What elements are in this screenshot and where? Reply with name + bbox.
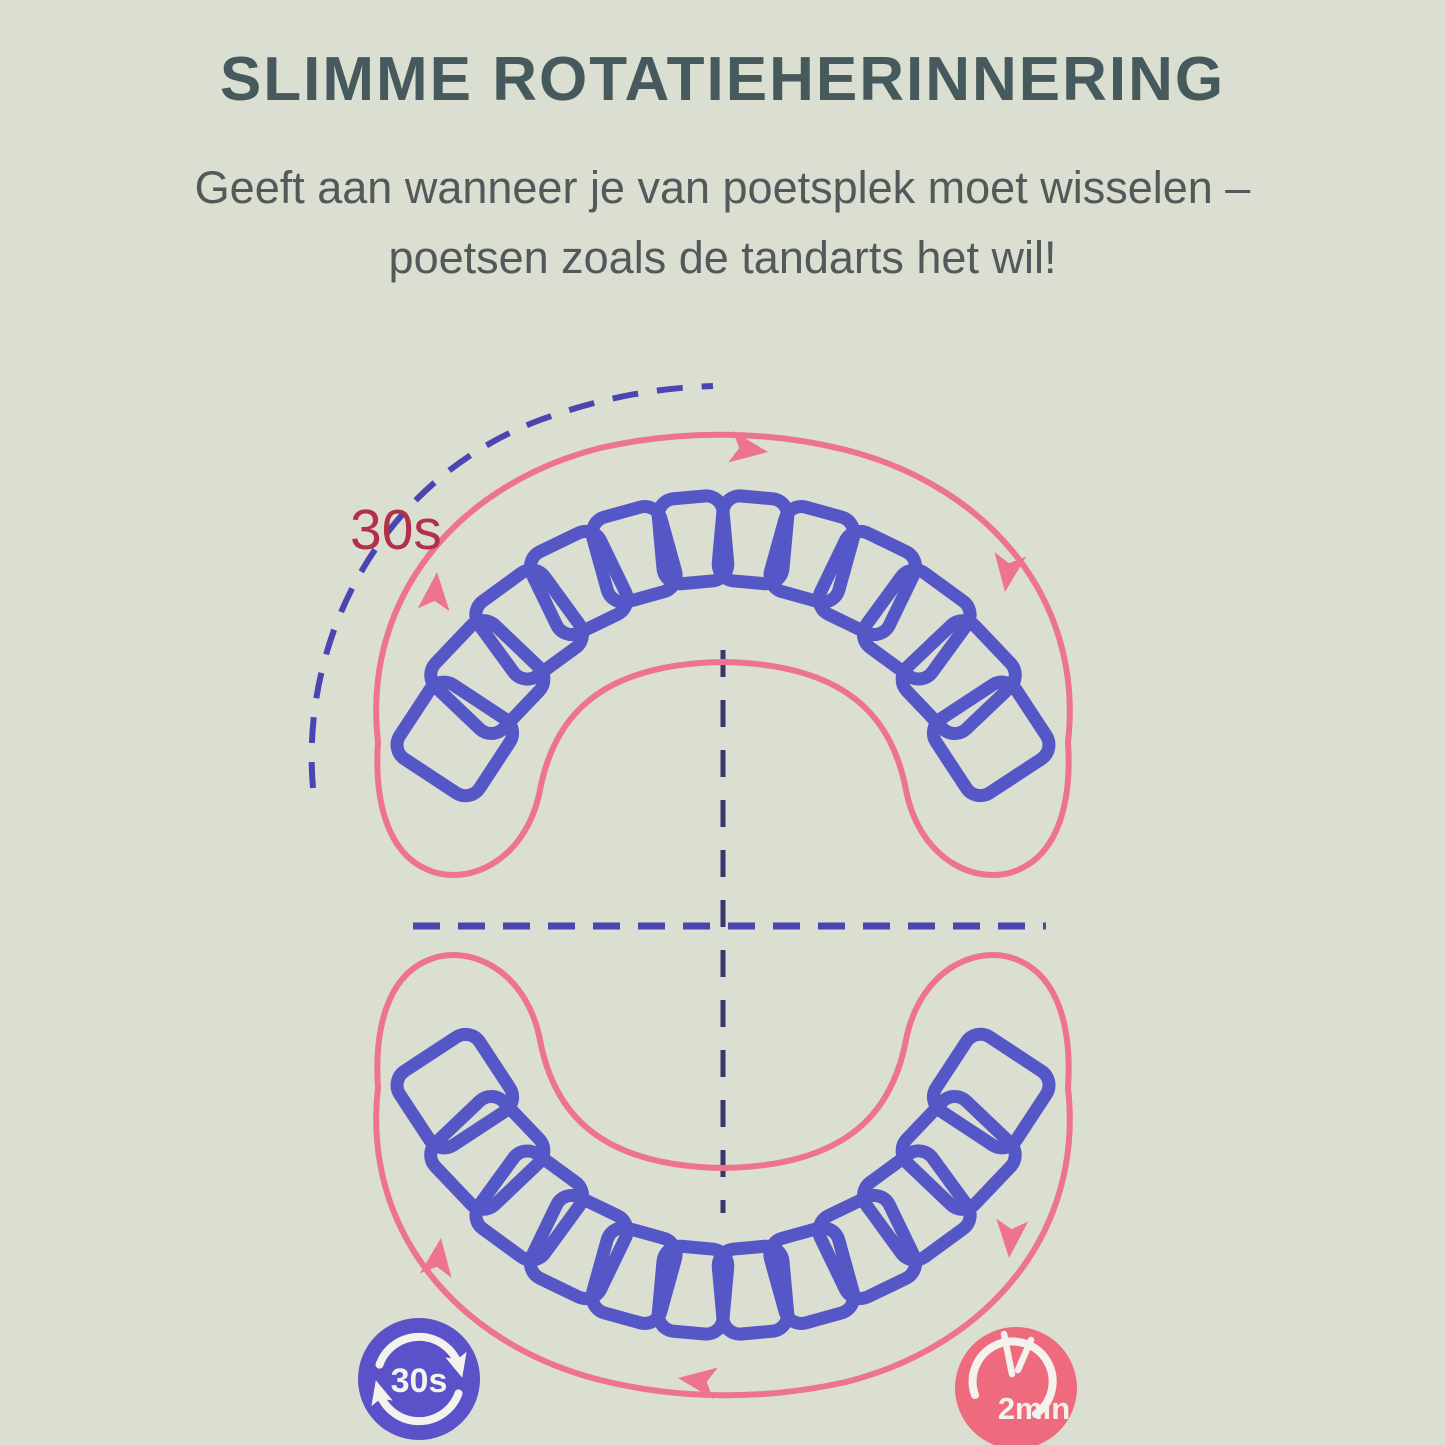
rotate-arrows-icon xyxy=(371,1332,467,1426)
tooth xyxy=(651,1239,735,1341)
segment-time-label: 30s xyxy=(350,498,442,562)
tooth xyxy=(895,614,1022,741)
tooth xyxy=(424,1089,551,1216)
tooth xyxy=(523,524,634,642)
tooth xyxy=(711,489,795,591)
tooth xyxy=(763,1221,861,1330)
upper-arch-content xyxy=(373,430,1073,878)
rotation-flow-path xyxy=(373,952,1073,1399)
direction-arrow xyxy=(419,1238,452,1278)
subtitle-line-2: poetsen zoals de tandarts het wil! xyxy=(388,231,1057,283)
rotation-badge-label: 30s xyxy=(391,1362,448,1400)
tooth xyxy=(926,1027,1056,1155)
direction-arrow xyxy=(994,552,1027,592)
direction-arrow xyxy=(417,572,450,612)
timer-badge-label: 2min xyxy=(998,1391,1070,1426)
tooth xyxy=(926,675,1056,803)
rotation-interval-badge: 30s xyxy=(358,1318,480,1440)
tooth xyxy=(857,1144,977,1267)
upper-dental-arch xyxy=(373,430,1073,878)
subtitle-line-1: Geeft aan wanneer je van poetsplek moet … xyxy=(194,162,1251,213)
tooth xyxy=(895,1090,1022,1216)
page-subtitle: Geeft aan wanneer je van poetsplek moet … xyxy=(0,153,1445,293)
direction-arrow xyxy=(678,1367,718,1400)
tooth xyxy=(812,524,923,642)
tooth xyxy=(523,1188,634,1306)
total-time-badge: 2min xyxy=(955,1327,1077,1445)
timing-arc-dashed xyxy=(308,383,714,789)
tooth xyxy=(763,500,861,609)
page-title: SLIMME ROTATIEHERINNERING xyxy=(219,45,1226,114)
upper-teeth xyxy=(390,489,1056,803)
tooth xyxy=(390,1027,520,1155)
header: SLIMME ROTATIEHERINNERING Geeft aan wann… xyxy=(0,0,1445,293)
tooth xyxy=(390,675,520,803)
clock-icon xyxy=(968,1330,1057,1418)
direction-arrow xyxy=(996,1218,1029,1258)
rotation-flow-path xyxy=(373,431,1073,878)
tooth xyxy=(469,563,589,686)
quadrant-guides xyxy=(308,383,1046,1213)
tooth xyxy=(585,500,683,609)
tooth xyxy=(812,1188,923,1306)
lower-dental-arch xyxy=(373,952,1073,1400)
tooth xyxy=(469,1144,590,1267)
tooth xyxy=(585,1221,683,1330)
tooth xyxy=(424,614,551,740)
upper-teeth xyxy=(390,1027,1056,1341)
direction-arrow xyxy=(728,430,768,463)
tooth xyxy=(856,563,977,686)
